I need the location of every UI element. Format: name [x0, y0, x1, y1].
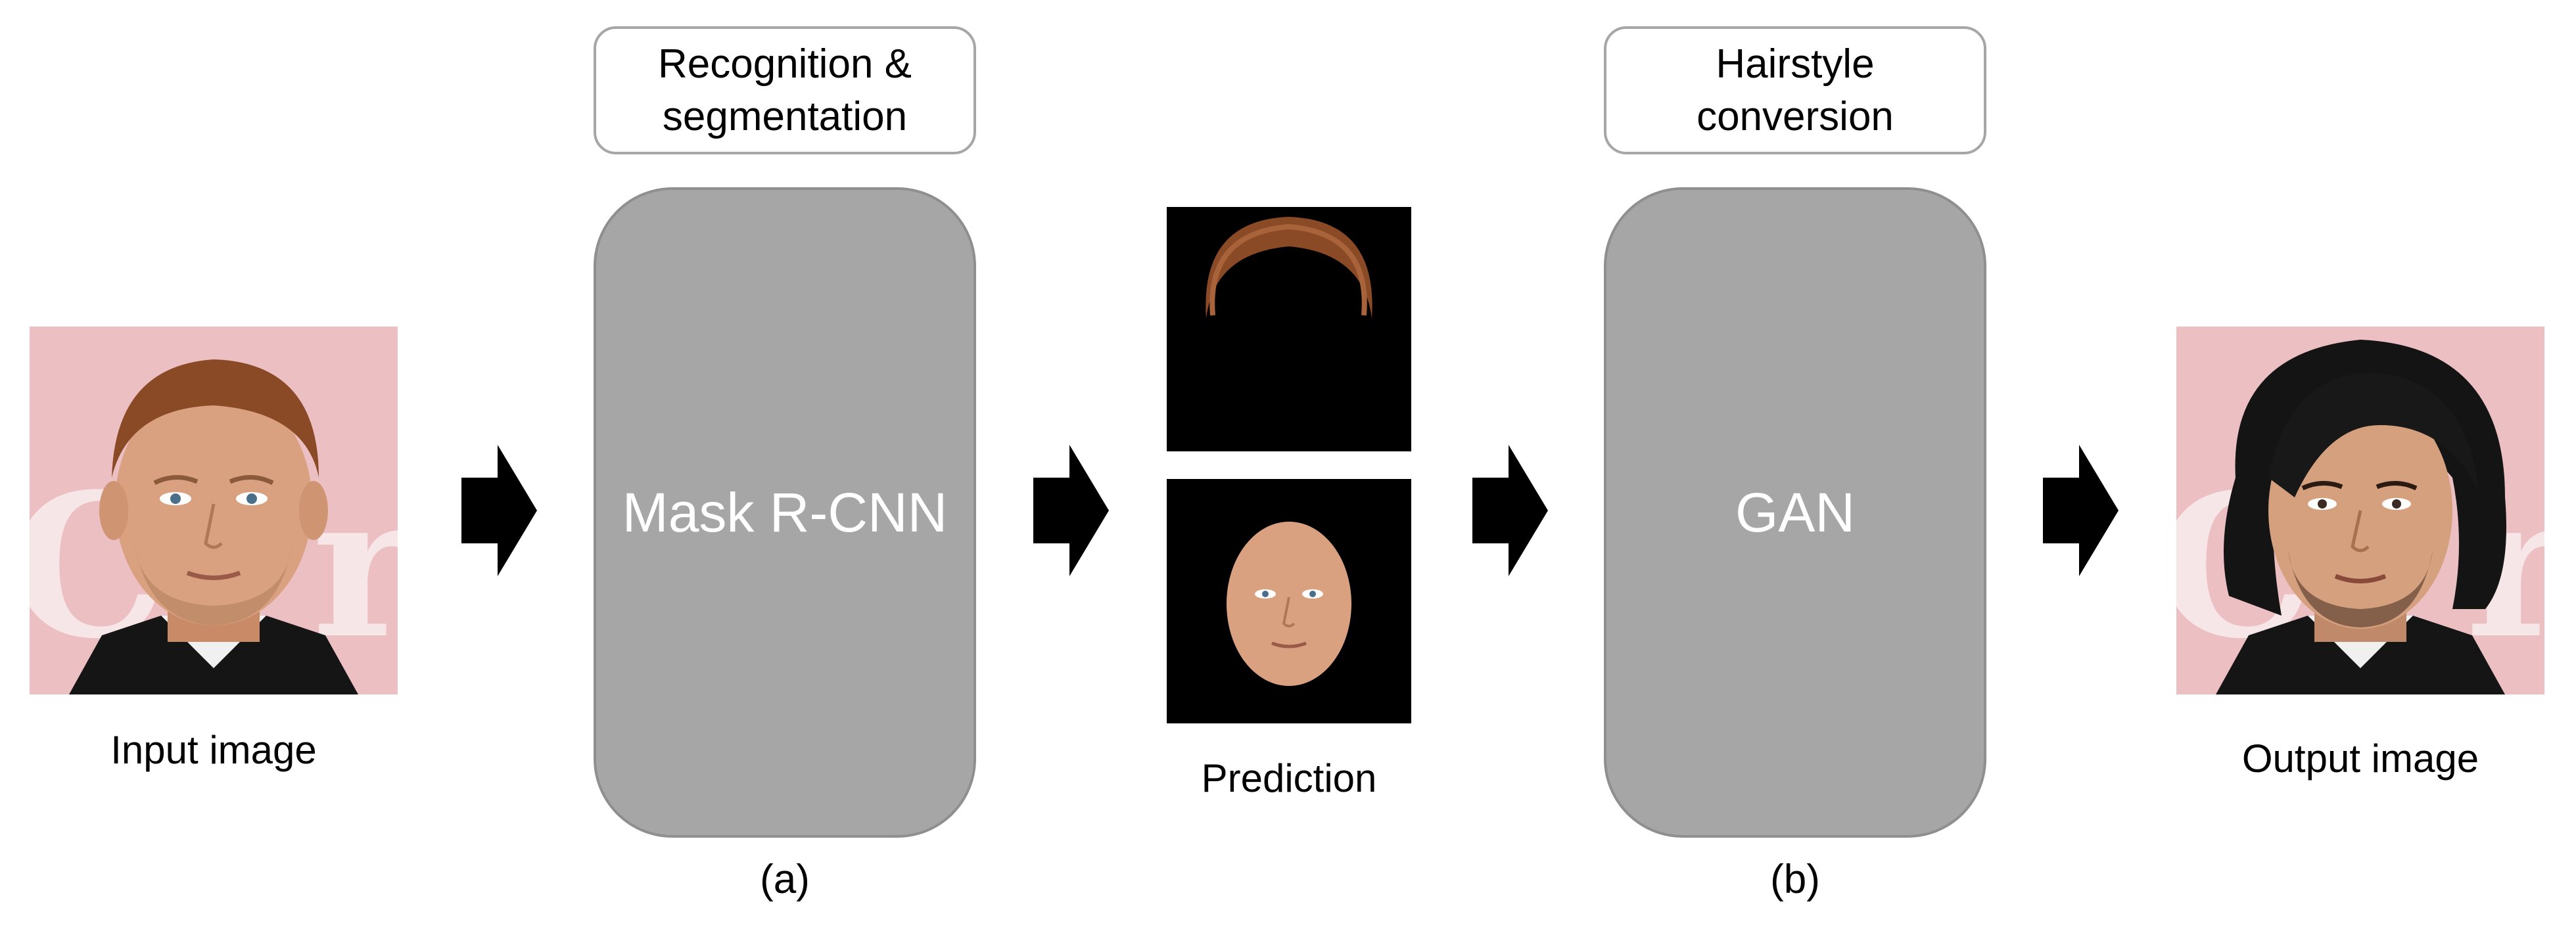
header-line: Recognition &	[657, 41, 912, 87]
arrow-right-icon	[1472, 445, 1548, 576]
arrow-right-icon	[2043, 445, 2119, 576]
output-face-photo: C r	[2176, 327, 2544, 694]
hairstyle-conversion-header: Hairstyle conversion	[1604, 26, 1986, 154]
prediction-hair-mask	[1167, 207, 1411, 451]
input-face-photo: C r	[30, 327, 398, 694]
header-line: segmentation	[662, 93, 908, 139]
header-line: conversion	[1697, 93, 1894, 139]
prediction-caption: Prediction	[1201, 756, 1377, 800]
output-image: C r	[2176, 327, 2544, 694]
step-b-label: (b)	[1770, 857, 1820, 902]
gan-block: GAN	[1604, 187, 1986, 838]
arrow-right-icon	[461, 445, 537, 576]
recognition-segmentation-header: Recognition & segmentation	[594, 26, 976, 154]
header-line: Hairstyle	[1716, 41, 1875, 87]
arrow-right-icon	[1033, 445, 1109, 576]
input-image: C r	[30, 327, 398, 694]
output-image-caption: Output image	[2241, 737, 2479, 781]
mask-rcnn-block: Mask R-CNN	[594, 187, 976, 838]
step-a-label: (a)	[760, 857, 810, 902]
input-image-caption: Input image	[110, 728, 317, 772]
prediction-face-mask	[1167, 479, 1411, 723]
